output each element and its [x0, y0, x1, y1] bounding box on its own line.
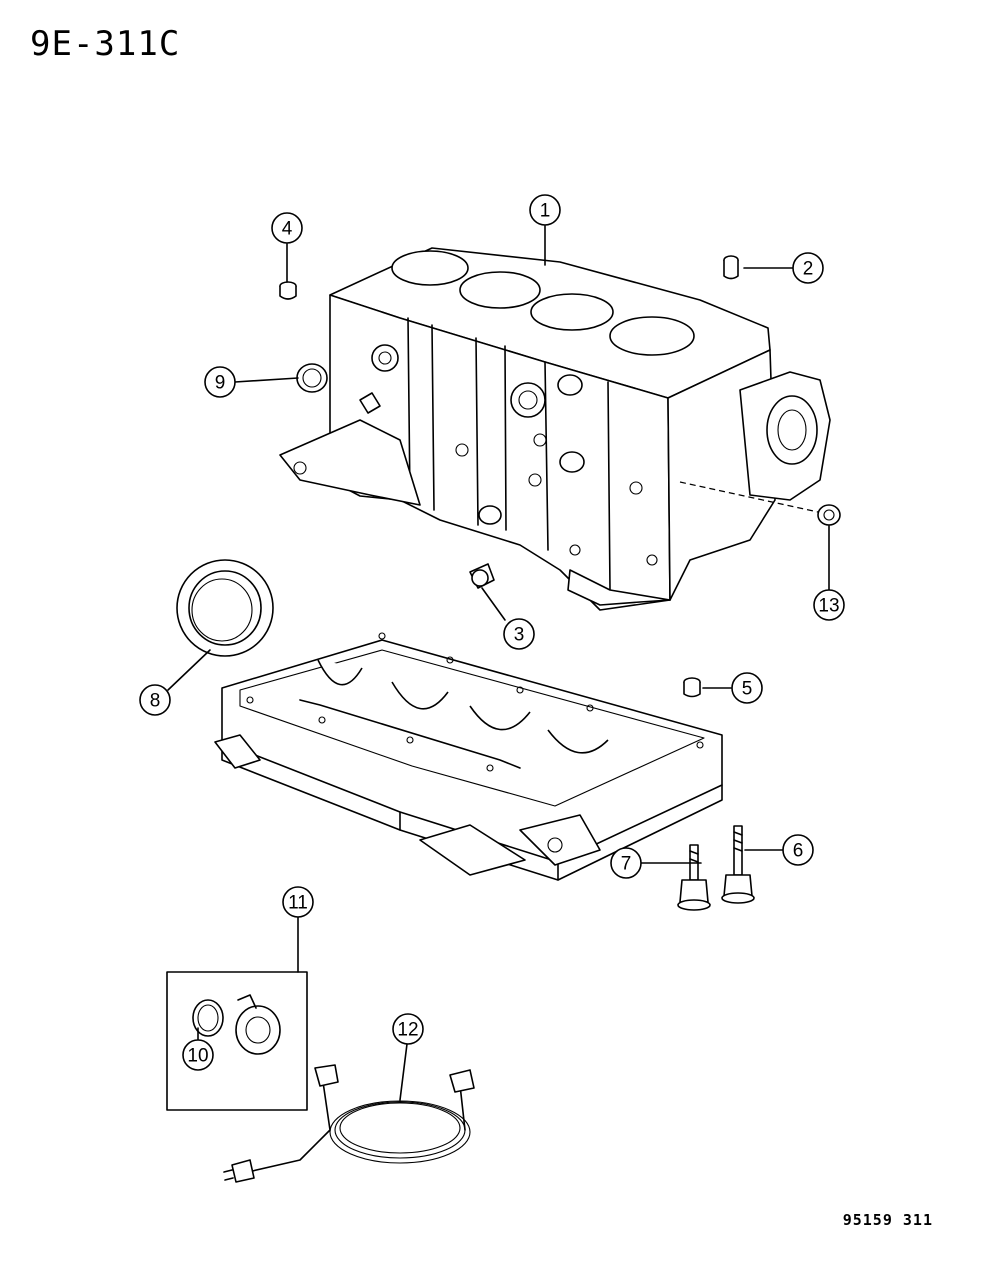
- callout-3: 3: [503, 618, 535, 650]
- rear-main-seal-8: [176, 559, 274, 657]
- callout-12-label: 12: [397, 1020, 418, 1041]
- dowel-5: [683, 677, 701, 698]
- callout-11-label: 11: [288, 893, 308, 914]
- bedplate: [214, 632, 723, 881]
- callout-5-label: 5: [742, 679, 753, 700]
- plug-9: [296, 363, 328, 393]
- callout-13: 13: [813, 589, 845, 621]
- cylinder-block: [279, 247, 831, 611]
- callout-13-label: 13: [818, 596, 839, 617]
- callout-1: 1: [529, 194, 561, 226]
- leader-lines: [167, 225, 830, 1101]
- callout-5: 5: [731, 672, 763, 704]
- footer-code: 95159 311: [842, 1211, 933, 1229]
- bolt-7: [677, 844, 711, 911]
- callout-6-label: 6: [793, 841, 804, 862]
- callout-3-label: 3: [514, 625, 525, 646]
- heater-cord-12: [223, 1064, 475, 1183]
- callout-12: 12: [392, 1013, 424, 1045]
- callout-2: 2: [792, 252, 824, 284]
- callout-2-label: 2: [803, 259, 814, 280]
- callout-8-label: 8: [150, 691, 161, 712]
- callout-11: 11: [282, 886, 314, 918]
- callout-8: 8: [139, 684, 171, 716]
- plug-3: [469, 563, 495, 589]
- dowel-4: [279, 281, 297, 300]
- callout-6: 6: [782, 834, 814, 866]
- callout-7-label: 7: [621, 854, 632, 875]
- diagram-code: 9E-311C: [30, 24, 181, 64]
- dowel-2: [723, 255, 739, 280]
- plug-13: [817, 504, 841, 526]
- plug-13-leader-dashed: [679, 481, 819, 513]
- callout-7: 7: [610, 847, 642, 879]
- block-heater-kit-box: [166, 971, 308, 1111]
- callout-10-label: 10: [187, 1046, 208, 1067]
- callout-1-label: 1: [540, 201, 551, 222]
- callout-9-label: 9: [215, 373, 226, 394]
- callout-4: 4: [271, 212, 303, 244]
- bolt-6: [721, 825, 755, 904]
- callout-9: 9: [204, 366, 236, 398]
- callout-4-label: 4: [282, 219, 293, 240]
- callout-10: 10: [182, 1039, 214, 1071]
